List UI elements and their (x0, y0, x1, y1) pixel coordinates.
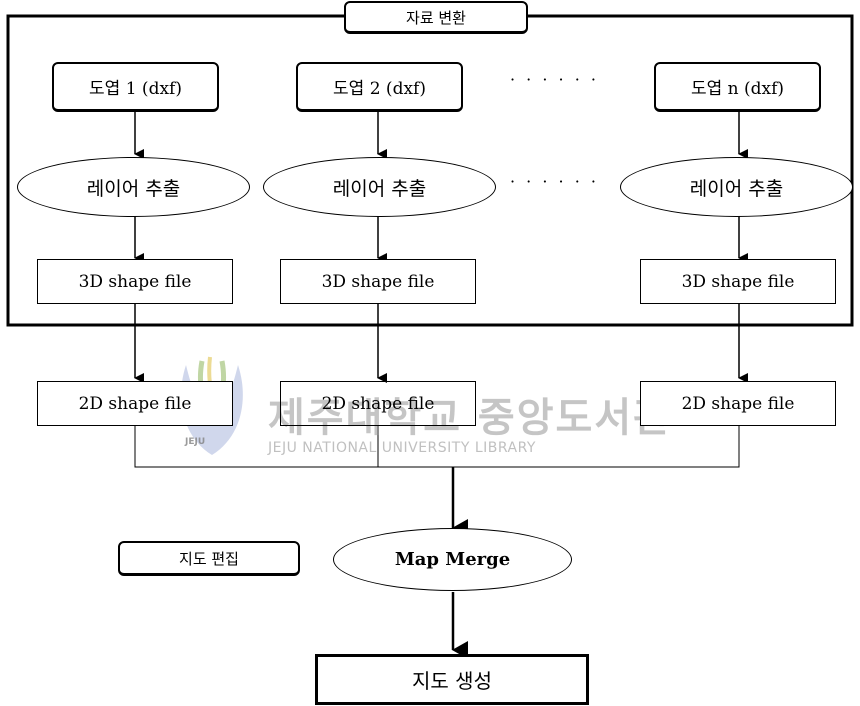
shape3d-1: 3D shape file (37, 259, 233, 304)
ellipsis-mid: · · · · · · (510, 172, 599, 191)
layer-extract-1-label: 레이어 추출 (86, 177, 181, 200)
map-sheet-2: 도엽 2 (dxf) (296, 62, 463, 112)
shape2d-2: 2D shape file (280, 381, 476, 426)
output-label: 지도 생성 (412, 669, 492, 693)
shape3d-1-label: 3D shape file (78, 271, 192, 292)
layer-extract-2: 레이어 추출 (263, 157, 496, 217)
logo-text: JEJU (185, 437, 206, 447)
shape2d-2-label: 2D shape file (321, 393, 435, 414)
ellipsis-top: · · · · · · (510, 70, 599, 89)
shape2d-1-label: 2D shape file (78, 393, 192, 414)
layer-extract-2-label: 레이어 추출 (332, 177, 427, 200)
layer-extract-n-label: 레이어 추출 (689, 177, 784, 200)
map-sheet-1-label: 도엽 1 (dxf) (89, 79, 182, 99)
shape2d-n: 2D shape file (640, 381, 836, 426)
shape3d-2: 3D shape file (280, 259, 476, 304)
frame-label-text: 자료 변환 (406, 8, 466, 27)
edit-label-text: 지도 편집 (179, 549, 239, 568)
map-sheet-n: 도엽 n (dxf) (654, 62, 821, 112)
map-sheet-2-label: 도엽 2 (dxf) (333, 79, 426, 99)
collector-line (134, 426, 740, 468)
frame-label: 자료 변환 (344, 1, 528, 34)
shape3d-n: 3D shape file (640, 259, 836, 304)
shape2d-1: 2D shape file (37, 381, 233, 426)
shape2d-n-label: 2D shape file (681, 393, 795, 414)
map-sheet-n-label: 도엽 n (dxf) (690, 79, 785, 99)
shape3d-n-label: 3D shape file (681, 271, 795, 292)
edit-label: 지도 편집 (118, 541, 300, 576)
layer-extract-1: 레이어 추출 (17, 157, 250, 217)
layer-extract-n: 레이어 추출 (620, 157, 853, 217)
output-box: 지도 생성 (315, 654, 589, 705)
map-merge: Map Merge (333, 528, 572, 591)
shape3d-2-label: 3D shape file (321, 271, 435, 292)
map-merge-label: Map Merge (394, 549, 511, 570)
map-sheet-1: 도엽 1 (dxf) (52, 62, 219, 112)
